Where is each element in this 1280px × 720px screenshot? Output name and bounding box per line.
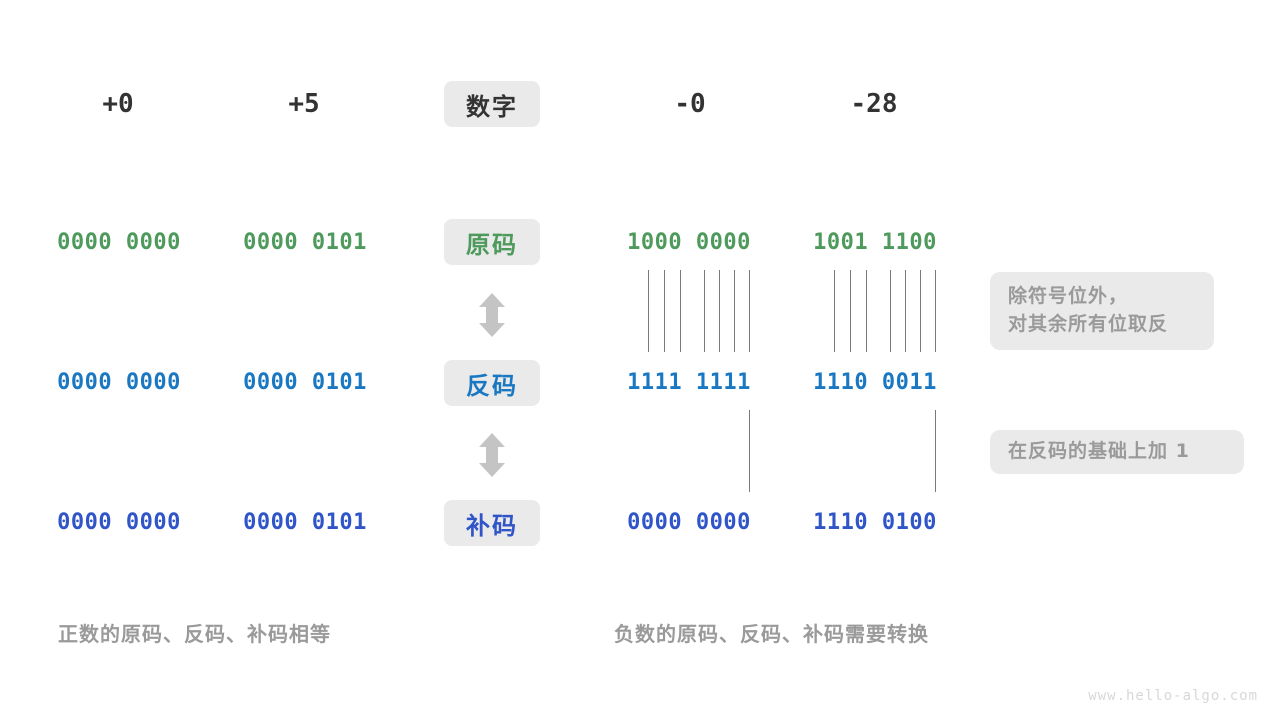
row-原码-value-plus-zero: 0000 0000 (57, 229, 181, 255)
bit-connector-line (648, 270, 649, 352)
carry-connector-line (935, 410, 936, 492)
bit-connector-line (834, 270, 835, 352)
bit-connector-line (850, 270, 851, 352)
row-反码-value-plus-five: 0000 0101 (243, 369, 367, 395)
note-line: 除符号位外， (1008, 285, 1129, 308)
bit-connector-line (719, 270, 720, 352)
row-label-补码: 补码 (444, 500, 540, 546)
double-headed-vertical-arrow-icon-2 (479, 433, 505, 477)
row-补码-value-plus-five: 0000 0101 (243, 509, 367, 535)
bit-connector-line (704, 270, 705, 352)
row-label-原码: 原码 (444, 219, 540, 265)
bit-connector-line (664, 270, 665, 352)
row-补码-value-minus-twentyeight: 1110 0100 (813, 509, 937, 535)
header-number-plus-five: +5 (288, 89, 320, 119)
header-number-minus-zero: -0 (674, 89, 706, 119)
row-label-number: 数字 (444, 81, 540, 127)
row-补码-value-plus-zero: 0000 0000 (57, 509, 181, 535)
row-原码-value-plus-five: 0000 0101 (243, 229, 367, 255)
bit-connector-line (905, 270, 906, 352)
header-number-plus-zero: +0 (102, 89, 134, 119)
note-line: 在反码的基础上加 1 (1008, 440, 1190, 463)
bit-connector-line (680, 270, 681, 352)
note-twos-complement-rule: 在反码的基础上加 1 (990, 430, 1244, 474)
row-原码-value-minus-twentyeight: 1001 1100 (813, 229, 937, 255)
bit-connector-line (734, 270, 735, 352)
bit-connector-line (866, 270, 867, 352)
row-反码-value-plus-zero: 0000 0000 (57, 369, 181, 395)
row-补码-value-minus-zero: 0000 0000 (627, 509, 751, 535)
bit-connector-line (920, 270, 921, 352)
row-反码-value-minus-zero: 1111 1111 (627, 369, 751, 395)
carry-connector-line (749, 410, 750, 492)
caption-positive: 正数的原码、反码、补码相等 (58, 622, 331, 646)
watermark: www.hello-algo.com (1088, 688, 1258, 704)
bit-connector-line (935, 270, 936, 352)
bit-connector-line (749, 270, 750, 352)
row-反码-value-minus-twentyeight: 1110 0011 (813, 369, 937, 395)
bit-connector-line (890, 270, 891, 352)
header-number-minus-twentyeight: -28 (850, 89, 898, 119)
caption-negative: 负数的原码、反码、补码需要转换 (614, 622, 929, 646)
note-complement-rule: 除符号位外， 对其余所有位取反 (990, 272, 1214, 350)
row-label-反码: 反码 (444, 360, 540, 406)
note-line: 对其余所有位取反 (1008, 313, 1169, 335)
row-原码-value-minus-zero: 1000 0000 (627, 229, 751, 255)
double-headed-vertical-arrow-icon (479, 293, 505, 337)
